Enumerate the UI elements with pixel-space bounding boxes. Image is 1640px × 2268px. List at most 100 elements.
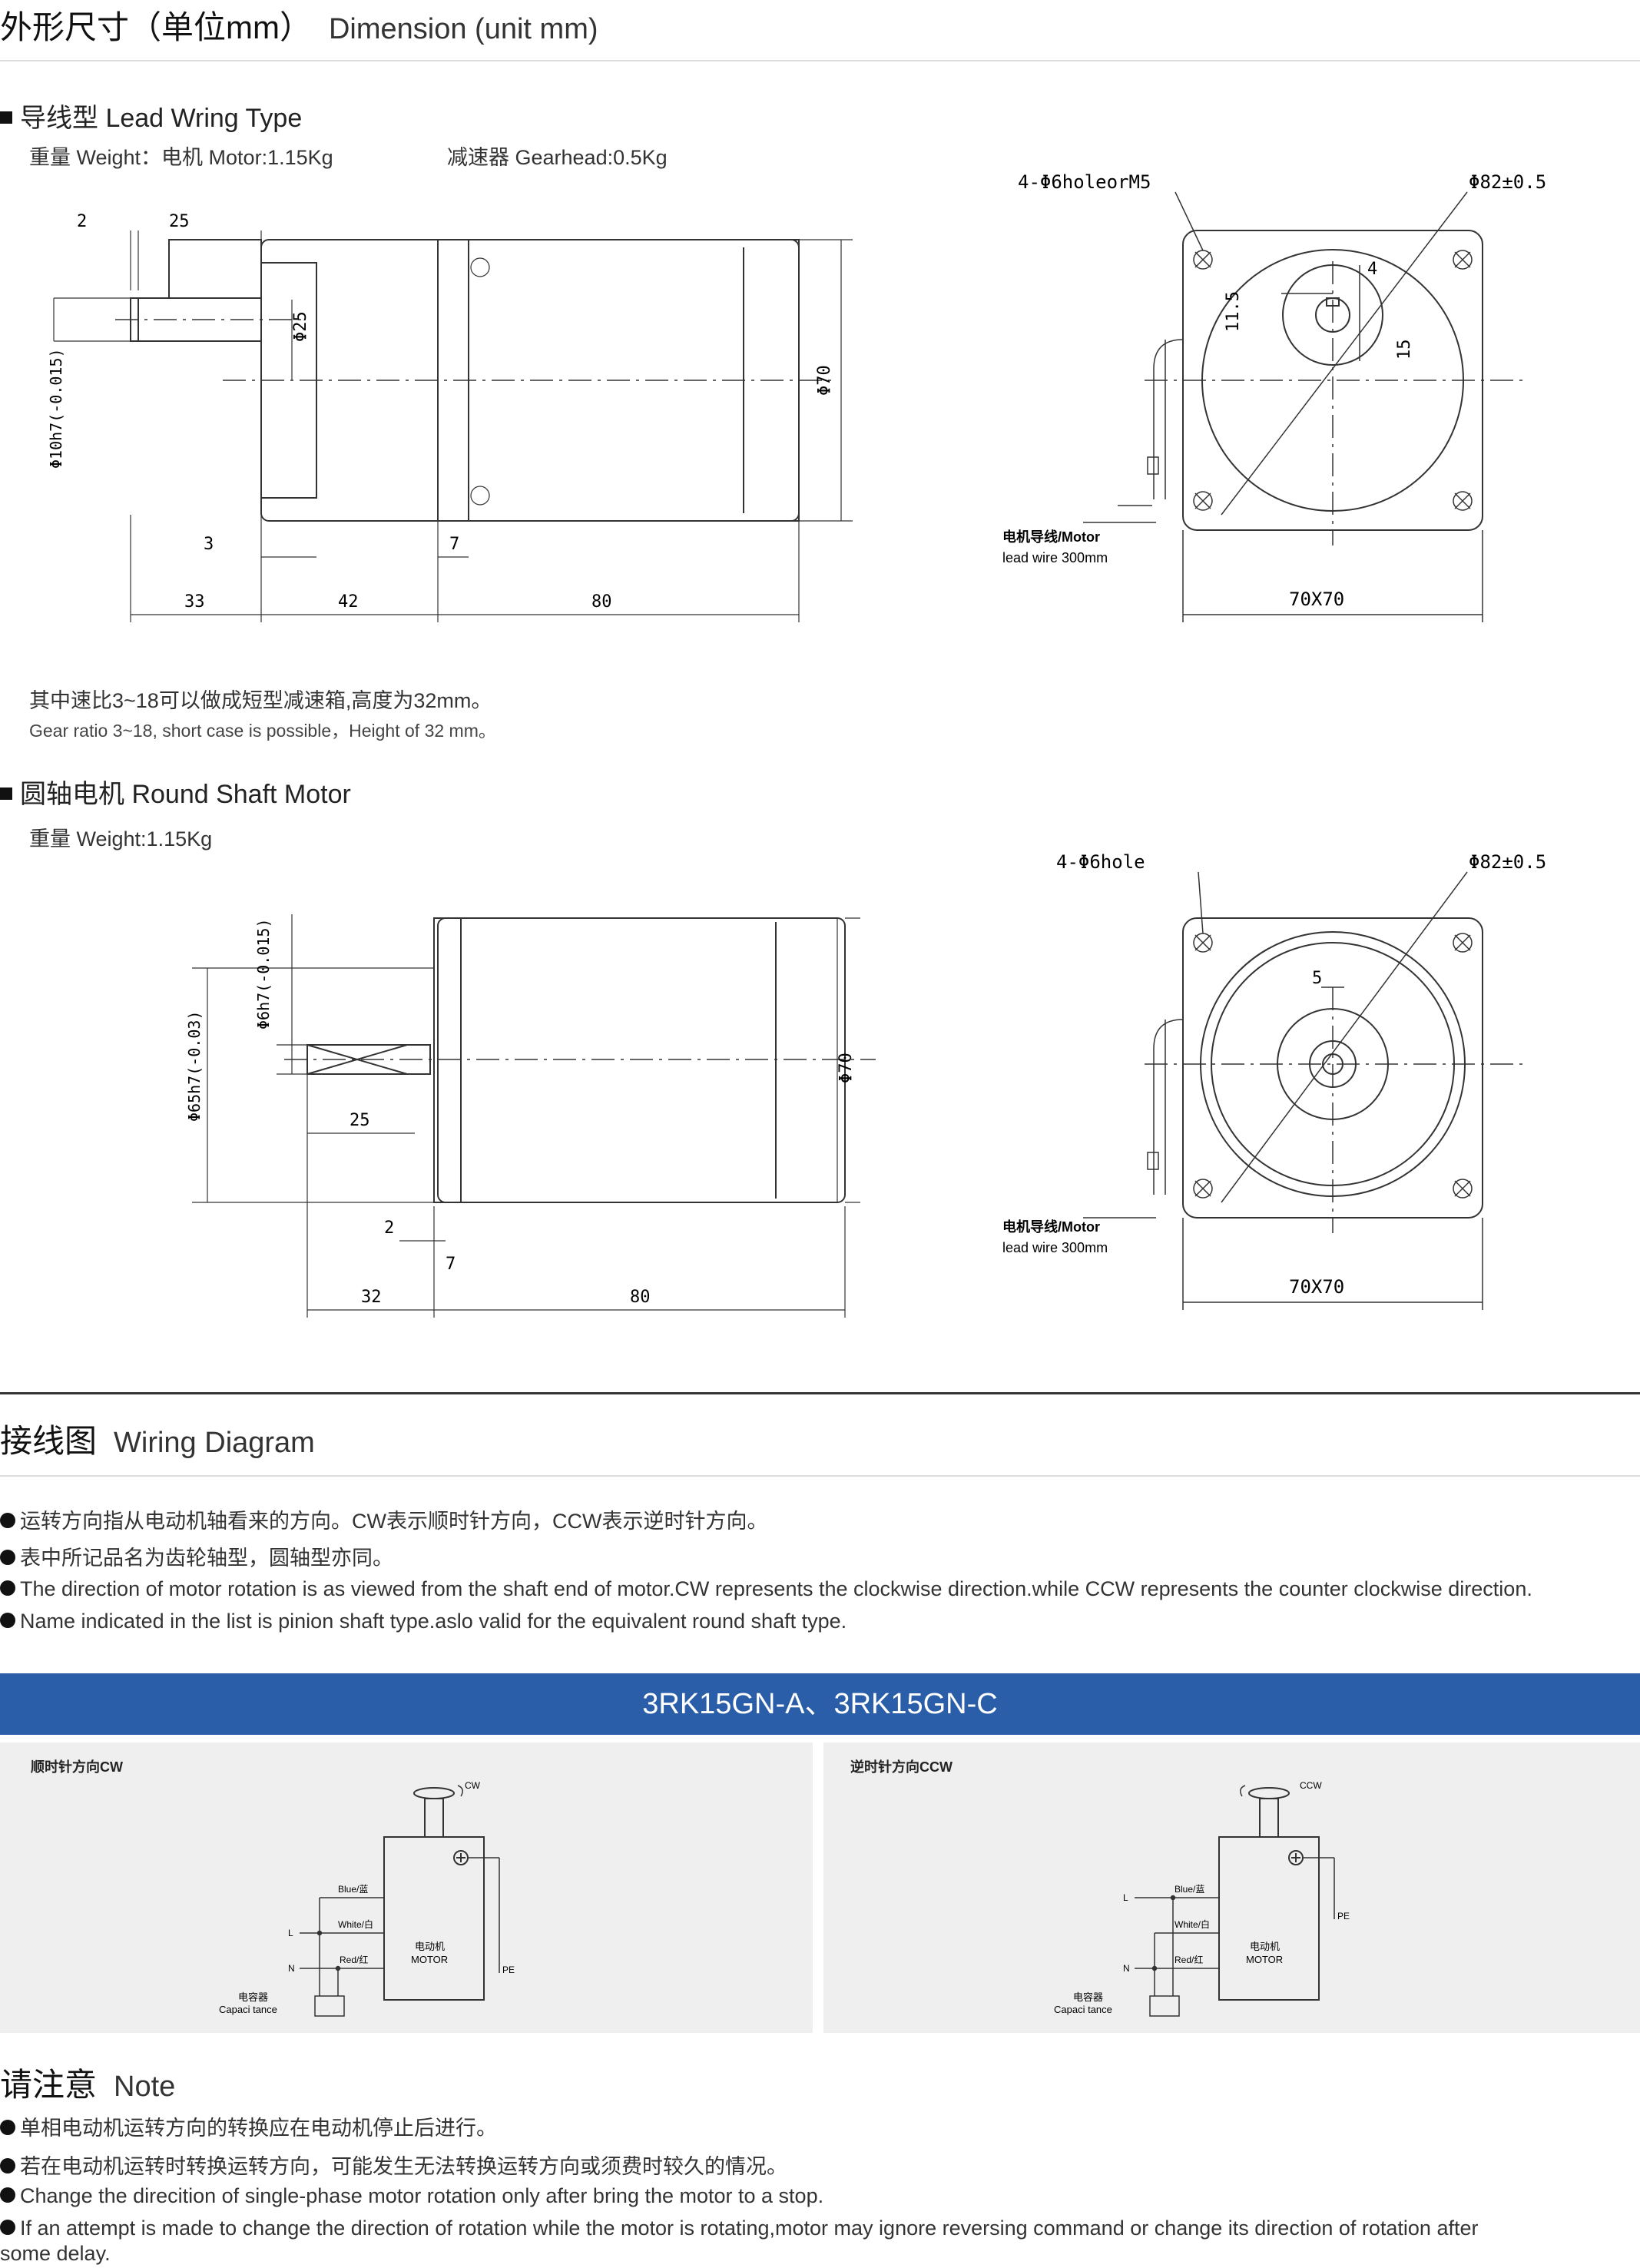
wiring-bullet-4: Name indicated in the list is pinion sha…: [0, 1610, 847, 1633]
motor-box: [383, 1836, 485, 2001]
dim-70x70-round: 70X70: [1289, 1276, 1344, 1298]
lead-weight-gearhead: 减速器 Gearhead:0.5Kg: [447, 146, 668, 169]
dim-80-round: 80: [630, 1288, 651, 1307]
L-label: L: [288, 1928, 293, 1938]
dim-phi82-round: Φ82±0.5: [1469, 851, 1546, 873]
ccw-panel-title: 逆时针方向CCW: [850, 1759, 953, 1775]
divider: [0, 60, 1640, 61]
dim-7-round: 7: [446, 1255, 456, 1274]
white-label: White/白: [338, 1918, 373, 1930]
note-bullet-4-continued: some delay.: [0, 2242, 111, 2265]
lead-wire-label-2-round: lead wire 300mm: [1002, 1240, 1108, 1255]
dim-25: 25: [169, 212, 190, 231]
dim-phi70: Φ70: [815, 365, 834, 396]
motor-cn-label: 电动机: [1250, 1941, 1280, 1952]
lead-wire-label-1-round: 电机导线/Motor: [1002, 1219, 1100, 1235]
wiring-bullet-1: 运转方向指从电动机轴看来的方向。CW表示顺时针方向，CCW表示逆时针方向。: [0, 1504, 767, 1534]
motor-en-label: MOTOR: [1246, 1954, 1283, 1965]
wiring-title: 接线图 Wiring Diagram: [0, 1415, 315, 1462]
N-label: N: [1123, 1963, 1130, 1974]
dim-phi82: Φ82±0.5: [1469, 171, 1546, 193]
pe-label: PE: [1337, 1911, 1350, 1922]
dim-80: 80: [591, 592, 612, 612]
capacitor-cn-label: 电容器: [238, 1991, 268, 2003]
square-bullet-icon: [0, 111, 12, 124]
dim-11-5: 11.5: [1224, 291, 1243, 332]
cw-panel: 顺时针方向CW CW Blue/蓝 White/白 Red/红 L: [0, 1742, 813, 2033]
lead-side-drawing: 2 25 3 7 33 42 80 Φ25 Φ70 Φ10h7(-0.015): [47, 212, 853, 622]
dim-42: 42: [338, 592, 359, 612]
wiring-title-cn: 接线图: [0, 1423, 98, 1459]
dimension-title-cn: 外形尺寸（单位mm）: [0, 9, 312, 45]
dim-5: 5: [1312, 969, 1322, 988]
pe-label: PE: [502, 1965, 515, 1975]
lead-wire-label-1: 电机导线/Motor: [1002, 529, 1100, 545]
capacitor-en-label: Capaci tance: [219, 2004, 277, 2015]
cw-panel-title: 顺时针方向CW: [31, 1759, 123, 1775]
dim-phi6: Φ6h7(-0.015): [254, 919, 273, 1030]
motor-en-label: MOTOR: [411, 1954, 448, 1965]
motor-box: [1218, 1836, 1320, 2001]
dim-2-round: 2: [384, 1219, 394, 1238]
lead-weight-motor: 重量 Weight：电机 Motor:1.15Kg: [29, 146, 333, 169]
note-title-en: Note: [114, 2071, 176, 2103]
dim-3: 3: [204, 535, 214, 554]
red-label: Red/红: [340, 1954, 368, 1965]
cw-wiring-diagram: CW Blue/蓝 White/白 Red/红 L N 电动机 MOTOR PE…: [219, 1780, 515, 2017]
red-label: Red/红: [1175, 1954, 1203, 1965]
note-title: 请注意 Note: [0, 2059, 175, 2106]
ccw-wiring-diagram: CCW Blue/蓝 White/白 Red/红 L N 电动机 MOTOR P…: [1054, 1780, 1350, 2017]
dim-25-round: 25: [350, 1111, 370, 1130]
square-bullet-icon: [0, 788, 12, 801]
note-bullet-3: Change the direcition of single-phase mo…: [0, 2184, 823, 2208]
white-label: White/白: [1175, 1918, 1210, 1930]
note-bullet-2: 若在电动机运转时转换运转方向，可能发生无法转换运转方向或须费时较久的情况。: [0, 2150, 787, 2180]
dim-hole-m5: 4-Φ6holeorM5: [1018, 171, 1151, 193]
wiring-bullet-3: The direction of motor rotation is as vi…: [0, 1577, 1532, 1601]
divider: [0, 1392, 1640, 1394]
capacitor-cn-label: 电容器: [1073, 1991, 1103, 2003]
lead-wire-label-2: lead wire 300mm: [1002, 550, 1108, 565]
dim-70x70: 70X70: [1289, 589, 1344, 610]
dim-4: 4: [1367, 260, 1377, 279]
round-type-heading: 圆轴电机 Round Shaft Motor: [0, 773, 351, 811]
motor-body-outline: [437, 917, 846, 1203]
N-label: N: [288, 1963, 295, 1974]
dim-phi10: Φ10h7(-0.015): [47, 348, 65, 469]
blue-label: Blue/蓝: [338, 1884, 368, 1895]
dim-hole: 4-Φ6hole: [1056, 851, 1145, 873]
capacitor-en-label: Capaci tance: [1054, 2004, 1112, 2015]
round-type-title: 圆轴电机 Round Shaft Motor: [20, 780, 351, 809]
round-weight: 重量 Weight:1.15Kg: [29, 827, 213, 850]
divider: [0, 1475, 1640, 1477]
lead-type-heading: 导线型 Lead Wring Type: [0, 97, 302, 134]
dim-32: 32: [361, 1288, 382, 1307]
dim-phi70-round: Φ70: [837, 1053, 856, 1083]
wiring-bullet-2: 表中所记品名为齿轮轴型，圆轴型亦同。: [0, 1541, 393, 1571]
L-label: L: [1123, 1892, 1128, 1903]
dimension-title: 外形尺寸（单位mm） Dimension (unit mm): [0, 2, 598, 48]
wiring-title-en: Wiring Diagram: [114, 1427, 315, 1459]
dim-33: 33: [184, 592, 205, 612]
round-front-drawing: 4-Φ6hole Φ82±0.5 5 电机导线/Motor lead wire …: [1002, 851, 1546, 1310]
lead-front-drawing: 4-Φ6holeorM5 Φ82±0.5 4 11.5 15 电机导线/Moto…: [1002, 171, 1546, 622]
dim-phi65: Φ65h7(-0.03): [185, 1011, 204, 1122]
dim-phi25: Φ25: [291, 311, 310, 342]
dim-7: 7: [449, 535, 459, 554]
ccw-label: CCW: [1300, 1780, 1322, 1791]
note-title-cn: 请注意: [0, 2067, 98, 2103]
model-banner: 3RK15GN-A、3RK15GN-C: [0, 1673, 1640, 1735]
dim-2: 2: [77, 212, 87, 231]
note-bullet-1: 单相电动机运转方向的转换应在电动机停止后进行。: [0, 2111, 497, 2141]
blue-label: Blue/蓝: [1175, 1884, 1204, 1895]
dimension-title-en: Dimension (unit mm): [328, 13, 598, 45]
motor-cn-label: 电动机: [415, 1941, 445, 1952]
ccw-panel: 逆时针方向CCW CCW Blue/蓝 White/白 Red/红 L: [823, 1742, 1640, 2033]
lead-note-en: Gear ratio 3~18, short case is possible，…: [29, 721, 496, 741]
dim-15: 15: [1395, 340, 1414, 360]
cw-label: CW: [465, 1780, 481, 1791]
lead-type-title: 导线型 Lead Wring Type: [20, 104, 303, 133]
round-side-drawing: 25 2 7 32 80 Φ70 Φ6h7(-0.015) Φ65h7(-0.0…: [185, 914, 876, 1318]
note-bullet-4: If an attempt is made to change the dire…: [0, 2217, 1478, 2240]
lead-note-cn: 其中速比3~18可以做成短型减速箱,高度为32mm。: [29, 689, 492, 712]
